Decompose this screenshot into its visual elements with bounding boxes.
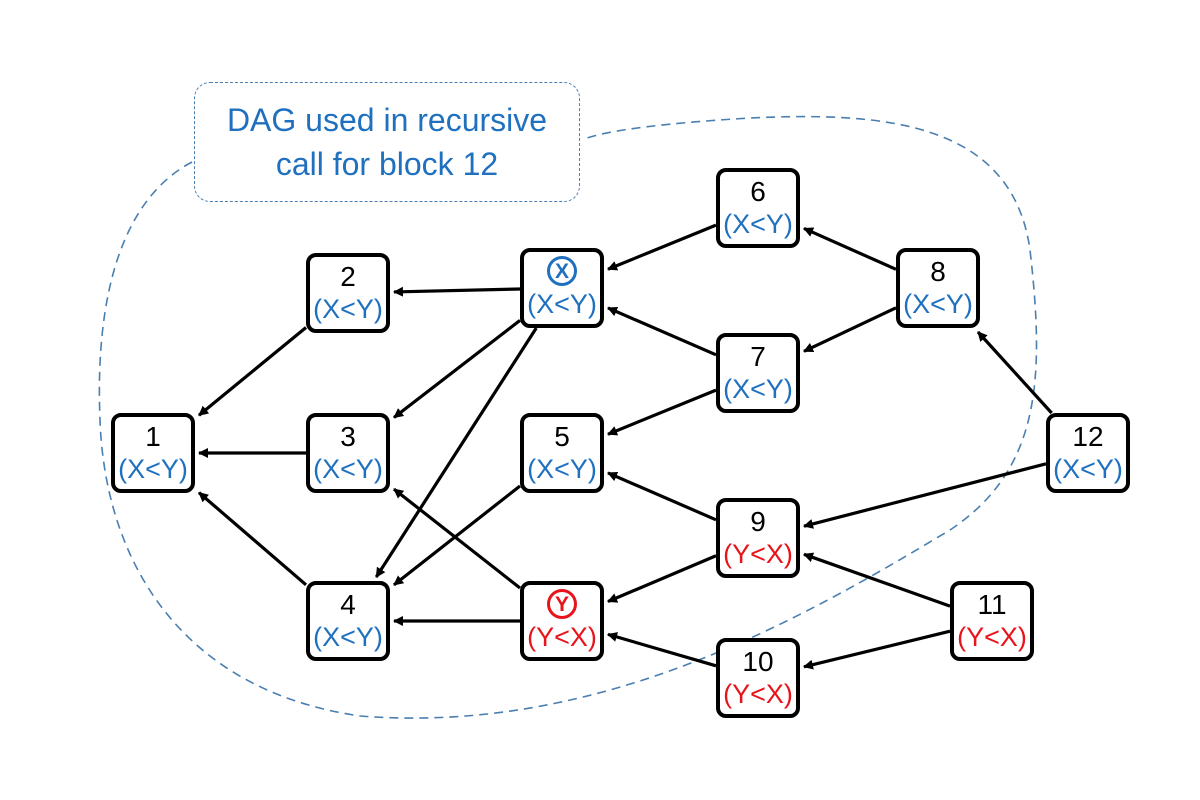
node-label: 6 — [750, 176, 766, 207]
edge-4-to-1 — [197, 491, 308, 587]
edge-8-to-7 — [803, 306, 897, 353]
node-2: 2(X<Y) — [306, 253, 390, 333]
edge-11-to-10 — [803, 629, 951, 670]
node-label: 11 — [977, 589, 1007, 620]
edge-x-to-2 — [393, 286, 521, 297]
node-7: 7(X<Y) — [716, 333, 800, 413]
node-label: 8 — [930, 256, 946, 287]
node-8: 8(X<Y) — [896, 248, 980, 328]
edge-11-to-9 — [803, 552, 951, 608]
node-label: 12 — [1072, 421, 1104, 452]
node-3: 3(X<Y) — [306, 413, 390, 493]
node-condition: (Y<X) — [527, 622, 597, 652]
node-label: 5 — [554, 421, 570, 452]
node-6: 6(X<Y) — [716, 168, 800, 248]
node-condition: (X<Y) — [527, 454, 597, 484]
node-label: 4 — [340, 589, 356, 620]
callout-line-1: DAG used in recursive — [226, 102, 548, 138]
recursive-call-region-boundary — [98, 115, 1038, 719]
edge-x-to-4 — [374, 327, 538, 578]
node-condition: (Y<X) — [957, 622, 1027, 652]
edge-y-to-3 — [393, 487, 521, 590]
node-label: 7 — [750, 341, 766, 372]
node-12: 12(X<Y) — [1046, 413, 1130, 493]
node-condition: (X<Y) — [723, 209, 793, 239]
node-circled-label: Y — [547, 589, 577, 619]
node-condition: (Y<X) — [723, 679, 793, 709]
edge-7-to-5 — [607, 388, 717, 436]
edges-layer — [197, 223, 1053, 670]
edge-6-to-x — [607, 223, 717, 271]
node-1: 1(X<Y) — [111, 413, 195, 493]
node-condition: (X<Y) — [527, 289, 597, 319]
edge-x-to-3 — [393, 319, 521, 419]
node-label: 10 — [742, 646, 774, 677]
node-condition: (X<Y) — [1053, 454, 1123, 484]
node-5: 5(X<Y) — [520, 413, 604, 493]
node-label: 1 — [145, 421, 161, 452]
dag-callout-box: DAG used in recursive call for block 12 — [194, 82, 580, 202]
node-10: 10(Y<X) — [716, 638, 800, 718]
edge-12-to-9 — [803, 462, 1047, 529]
edge-7-to-x — [607, 306, 717, 357]
node-condition: (X<Y) — [903, 289, 973, 319]
node-x: X(X<Y) — [520, 248, 604, 328]
node-condition: (X<Y) — [313, 622, 383, 652]
edge-9-to-y — [607, 554, 717, 603]
edge-8-to-6 — [803, 226, 897, 271]
edge-2-to-1 — [197, 326, 308, 417]
node-condition: (X<Y) — [118, 454, 188, 484]
edge-5-to-4 — [393, 484, 521, 587]
node-label: 3 — [340, 421, 356, 452]
edge-12-to-8 — [976, 330, 1053, 415]
node-condition: (X<Y) — [313, 294, 383, 324]
node-condition: (Y<X) — [723, 539, 793, 569]
node-4: 4(X<Y) — [306, 581, 390, 661]
node-circled-label: X — [547, 256, 577, 286]
edge-10-to-y — [607, 632, 717, 668]
callout-line-2: call for block 12 — [275, 146, 499, 182]
node-label: 9 — [750, 506, 766, 537]
edge-9-to-5 — [607, 471, 717, 522]
node-9: 9(Y<X) — [716, 498, 800, 578]
node-label: 2 — [340, 261, 356, 292]
node-condition: (X<Y) — [723, 374, 793, 404]
node-11: 11(Y<X) — [950, 581, 1034, 661]
node-condition: (X<Y) — [313, 454, 383, 484]
node-y: Y(Y<X) — [520, 581, 604, 661]
